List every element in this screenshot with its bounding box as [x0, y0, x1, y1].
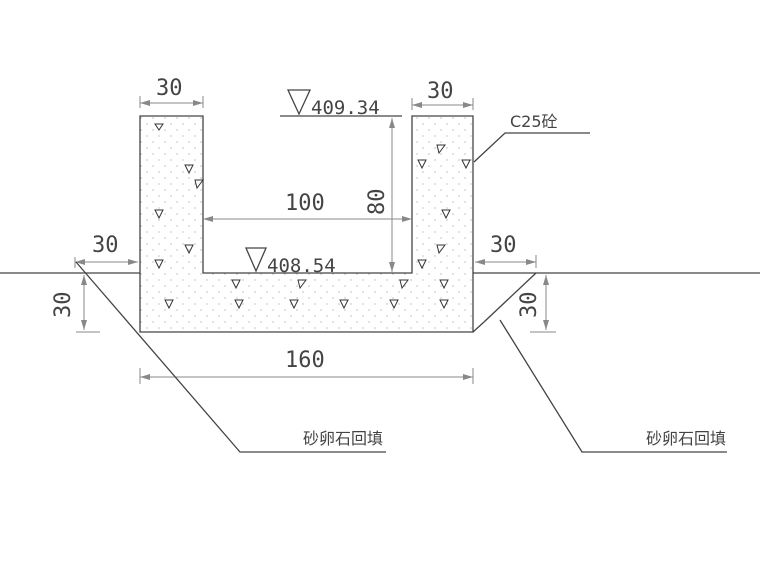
backfill-label-right: 砂卵石回填 [646, 429, 726, 448]
dim-inner-width-text: 100 [285, 191, 325, 216]
dim-wall-height-text: 80 [365, 189, 390, 216]
material-label: C25砼 [510, 112, 558, 131]
dim-right-depth-text: 30 [517, 292, 542, 319]
elevation-marker-icon [245, 247, 267, 273]
u-channel-body [139, 115, 474, 333]
dim-left-wall-text: 30 [156, 76, 183, 101]
elevation-bottom: 408.54 [267, 255, 336, 277]
dim-left-offset-text: 30 [92, 233, 119, 258]
dim-total-width-text: 160 [285, 348, 325, 373]
backfill-label-left: 砂卵石回填 [303, 429, 383, 448]
dim-right-offset-text: 30 [490, 233, 517, 258]
elevation-marker-icon [286, 89, 312, 116]
dim-left-depth-text: 30 [51, 292, 76, 319]
concrete-hatch [154, 123, 471, 310]
dim-right-wall-text: 30 [427, 79, 454, 104]
elevation-top: 409.34 [311, 97, 380, 119]
